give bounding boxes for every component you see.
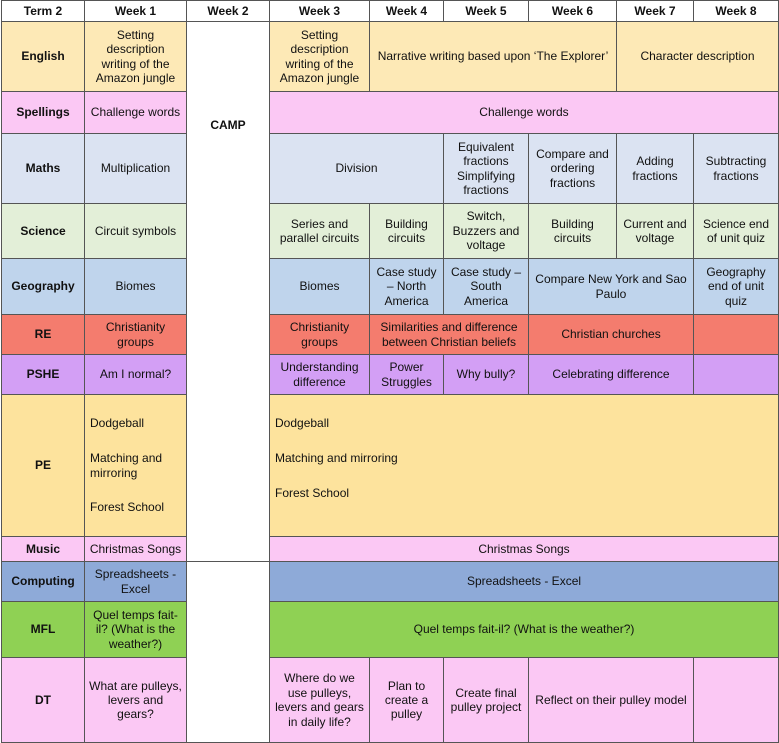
week-3-header: Week 3 [269, 0, 370, 22]
mfl-week-1: Quel temps fait-il? (What is the weather… [84, 601, 187, 659]
subject-maths: Maths [1, 133, 85, 204]
pe-row: PE Dodgeball Matching and mirroring Fore… [1, 393, 779, 538]
pe-week-1-activity-2: Matching and mirroring [90, 451, 163, 480]
pshe-week-1: Am I normal? [84, 354, 187, 395]
science-week-7: Current and voltage [616, 203, 694, 259]
subject-pshe: PSHE [1, 354, 85, 395]
maths-week-1: Multiplication [84, 133, 187, 204]
week-7-header: Week 7 [616, 0, 694, 22]
science-week-5: Switch, Buzzers and voltage [443, 203, 529, 259]
mfl-row: MFL Quel temps fait-il? (What is the wea… [1, 601, 779, 659]
subject-english: English [1, 21, 85, 92]
week-6-header: Week 6 [528, 0, 617, 22]
mfl-week-3-8: Quel temps fait-il? (What is the weather… [269, 601, 779, 659]
re-row: RE Christianity groups Christianity grou… [1, 314, 779, 355]
science-week-6: Building circuits [528, 203, 617, 259]
spellings-week-1: Challenge words [84, 91, 187, 134]
maths-row: Maths Multiplication Division Equivalent… [1, 133, 779, 204]
maths-week-6: Compare and ordering fractions [528, 133, 617, 204]
science-week-4: Building circuits [369, 203, 444, 259]
computing-week-1: Spreadsheets - Excel [84, 561, 187, 603]
english-week-4-6: Narrative writing based upon ‘The Explor… [369, 21, 617, 92]
subject-geography: Geography [1, 258, 85, 315]
english-week-1: Setting description writing of the Amazo… [84, 21, 187, 92]
music-row: Music Christmas Songs Christmas Songs [1, 536, 779, 563]
header-row: Term 2 Week 1 Week 2 Week 3 Week 4 Week … [1, 0, 779, 22]
pe-week-1: Dodgeball Matching and mirroring Forest … [84, 393, 187, 538]
subject-science: Science [1, 203, 85, 259]
science-week-3: Series and parallel circuits [269, 203, 370, 259]
dt-week-4: Plan to create a pulley [369, 657, 444, 743]
week-4-header: Week 4 [369, 0, 444, 22]
geography-week-5: Case study – South America [443, 258, 529, 315]
music-week-3-8: Christmas Songs [269, 536, 779, 563]
week-1-header: Week 1 [84, 0, 187, 22]
pshe-week-3: Understanding difference [269, 354, 370, 395]
pshe-week-4: Power Struggles [369, 354, 444, 395]
geography-week-6-7: Compare New York and Sao Paulo [528, 258, 694, 315]
camp-cell: CAMP [186, 20, 270, 563]
science-week-1: Circuit symbols [84, 203, 187, 259]
spellings-week-3-8: Challenge words [269, 91, 779, 134]
subject-re: RE [1, 314, 85, 355]
computing-week-3-8: Spreadsheets - Excel [269, 561, 779, 603]
re-week-4-5: Similarities and difference between Chri… [369, 314, 529, 355]
english-row: English Setting description writing of t… [1, 20, 779, 563]
geography-week-3: Biomes [269, 258, 370, 315]
re-week-3: Christianity groups [269, 314, 370, 355]
science-row: Science Circuit symbols Series and paral… [1, 203, 779, 259]
pshe-week-6-7: Celebrating difference [528, 354, 694, 395]
dt-row: DT What are pulleys, levers and gears? W… [1, 657, 779, 743]
pe-week-1-activity-1: Dodgeball [90, 416, 145, 431]
subject-mfl: MFL [1, 601, 85, 659]
pshe-week-8 [693, 354, 779, 395]
dt-week-1: What are pulleys, levers and gears? [84, 657, 187, 743]
maths-week-5: Equivalent fractions Simplifying fractio… [443, 133, 529, 204]
subject-pe: PE [1, 393, 85, 538]
dt-week-5: Create final pulley project [443, 657, 529, 743]
subject-spellings: Spellings [1, 91, 85, 134]
week-5-header: Week 5 [443, 0, 529, 22]
spellings-row: Spellings Challenge words Challenge word… [1, 91, 779, 134]
week-2-header: Week 2 [186, 0, 270, 22]
geography-week-8: Geography end of unit quiz [693, 258, 779, 315]
dt-week-3: Where do we use pulleys, levers and gear… [269, 657, 370, 743]
music-week-1: Christmas Songs [84, 536, 187, 563]
english-week-3: Setting description writing of the Amazo… [269, 21, 370, 92]
english-week-7-8: Character description [616, 21, 779, 92]
science-week-8: Science end of unit quiz [693, 203, 779, 259]
re-week-1: Christianity groups [84, 314, 187, 355]
computing-row: Computing Spreadsheets - Excel Spreadshe… [1, 561, 779, 743]
pshe-row: PSHE Am I normal? Understanding differen… [1, 354, 779, 395]
pshe-week-5: Why bully? [443, 354, 529, 395]
week-8-header: Week 8 [693, 0, 779, 22]
subject-dt: DT [1, 657, 85, 743]
maths-week-8: Subtracting fractions [693, 133, 779, 204]
pe-week-1-activity-3: Forest School [90, 500, 165, 515]
dt-week-6-7: Reflect on their pulley model [528, 657, 694, 743]
geography-row: Geography Biomes Biomes Case study – Nor… [1, 258, 779, 315]
pe-week-3-8-activity-2: Matching and mirroring [275, 451, 398, 466]
maths-week-3-4: Division [269, 133, 444, 204]
pe-week-3-8-activity-3: Forest School [275, 485, 350, 500]
re-week-8 [693, 314, 779, 355]
maths-week-7: Adding fractions [616, 133, 694, 204]
term-header: Term 2 [1, 0, 85, 22]
subject-computing: Computing [1, 561, 85, 603]
geography-week-4: Case study – North America [369, 258, 444, 315]
geography-week-1: Biomes [84, 258, 187, 315]
pe-week-3-8-activity-1: Dodgeball [275, 416, 330, 431]
subject-music: Music [1, 536, 85, 563]
pe-week-3-8: Dodgeball Matching and mirroring Forest … [269, 393, 779, 538]
dt-week-8 [693, 657, 779, 743]
week-2-blank [186, 561, 270, 743]
re-week-6-7: Christian churches [528, 314, 694, 355]
